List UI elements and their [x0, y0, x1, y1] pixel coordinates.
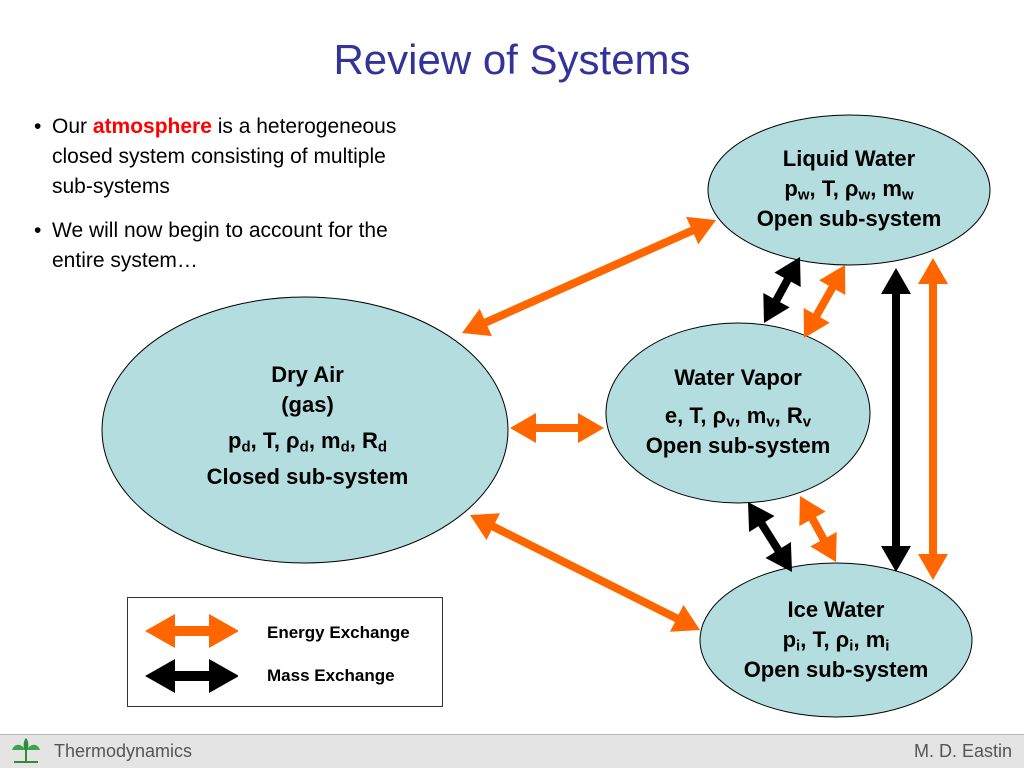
mass-arrow-liquid-vapor	[763, 257, 801, 323]
water-vapor-name: Water Vapor	[674, 365, 802, 390]
water-vapor-vars: e, T, ρv, mv, Rv	[664, 403, 812, 431]
mass-arrow-liquid-ice	[881, 268, 911, 572]
water-vapor-type: Open sub-system	[645, 433, 831, 458]
bullet-item-atmosphere: • Our atmosphere is a heterogeneous clos…	[34, 112, 484, 202]
water-vapor-label: Water Vapor e, T, ρv, mv, Rv Open sub-sy…	[612, 363, 864, 461]
bullet-1-line3: sub-systems	[52, 175, 170, 198]
bullet-dot: •	[34, 219, 42, 242]
legend-arrows	[145, 614, 238, 693]
legend-mass-label: Mass Exchange	[267, 666, 395, 685]
legend-energy-label: Energy Exchange	[267, 623, 410, 642]
dry-air-label: Dry Air (gas) pd, T, ρd, md, Rd Closed s…	[165, 360, 450, 492]
slide-title: Review of Systems	[333, 36, 691, 83]
dry-air-name: Dry Air	[271, 362, 344, 387]
dry-air-type: Closed sub-system	[206, 464, 409, 489]
bullet-dot: •	[34, 115, 42, 138]
ice-water-ellipse	[699, 562, 973, 718]
liquid-water-label: Liquid Water pw, T, ρw, mw Open sub-syst…	[719, 144, 979, 234]
ice-water-name: Ice Water	[787, 597, 885, 622]
energy-arrow-dryair-ice	[470, 513, 700, 632]
arrow-layer	[462, 216, 948, 632]
bullet-1-highlight: atmosphere	[92, 115, 212, 138]
bullet-1-rest: is a heterogeneous	[211, 115, 397, 138]
legend-box: Energy Exchange Mass Exchange	[127, 597, 443, 707]
bullet-2-line1: We will now begin to account for the	[52, 219, 388, 242]
liquid-water-vars: pw, T, ρw, mw	[784, 176, 914, 204]
energy-arrow-vapor-ice	[799, 496, 837, 562]
water-vapor-ellipse	[605, 322, 871, 504]
bullet-1-line2: closed system consisting of multiple	[52, 145, 386, 168]
bullet-2-line2: entire system…	[52, 249, 198, 272]
energy-arrow-dryair-vapor	[510, 413, 604, 443]
bullet-list: • Our atmosphere is a heterogeneous clos…	[34, 112, 484, 290]
ice-water-vars: pi, T, ρi, mi	[782, 627, 890, 655]
mass-arrow-vapor-ice	[748, 502, 792, 572]
footer-author: M. D. Eastin	[913, 741, 1012, 761]
ice-water-type: Open sub-system	[743, 657, 929, 682]
legend-mass-arrow-icon	[145, 659, 238, 693]
liquid-water-name: Liquid Water	[782, 146, 916, 171]
dry-air-sub: (gas)	[281, 392, 334, 417]
energy-arrow-liquid-ice	[918, 258, 948, 580]
slide-footer: Thermodynamics M. D. Eastin	[0, 734, 1024, 768]
leaf-logo-icon	[8, 738, 44, 769]
dry-air-vars: pd, T, ρd, md, Rd	[227, 428, 388, 456]
footer-course: Thermodynamics	[54, 741, 193, 761]
ice-water-label: Ice Water pi, T, ρi, mi Open sub-system	[710, 595, 962, 685]
legend-energy-arrow-icon	[145, 614, 238, 648]
energy-arrow-dryair-liquid	[462, 216, 716, 337]
liquid-water-ellipse	[707, 114, 991, 266]
liquid-water-type: Open sub-system	[756, 206, 942, 231]
energy-arrow-liquid-vapor	[803, 265, 846, 338]
bullet-item-account: • We will now begin to account for the e…	[34, 216, 484, 276]
dry-air-ellipse	[101, 296, 509, 564]
bullet-1-prefix: Our	[52, 115, 93, 138]
